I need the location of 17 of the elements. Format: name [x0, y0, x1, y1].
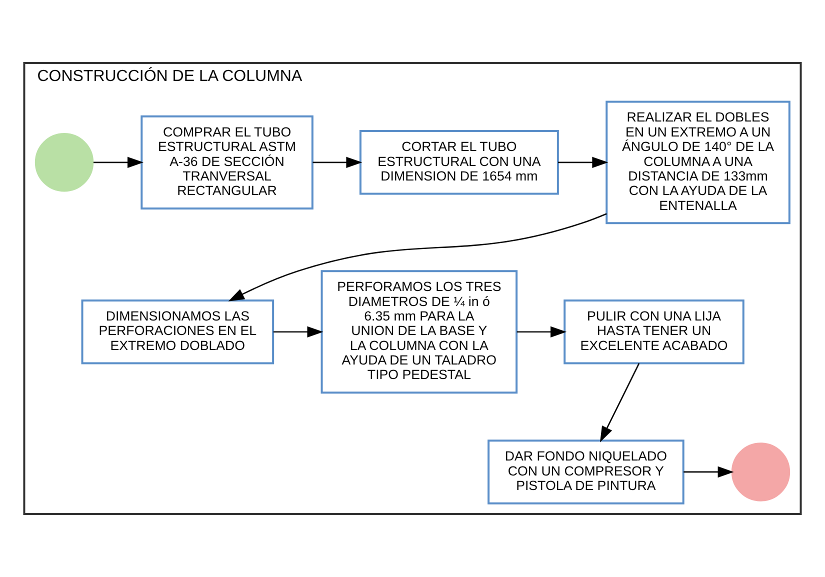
- node-box: PERFORAMOS LOS TRES DIAMETROS DE ¼ in ó 6.35 mm PARA LA UNION DE LA BASE Y LA COLUMNA CON LA AYUDA DE UN TALADRO TIPO PEDESTAL: [320, 270, 518, 394]
- node-box: DIMENSIONAMOS LAS PERFORACIONES EN EL EXTREMO DOBLADO: [81, 300, 274, 364]
- node-box: DAR FONDO NIQUELADO CON UN COMPRESOR Y PISTOLA DE PINTURA: [488, 440, 684, 504]
- node-circle: [731, 442, 790, 502]
- arrow: [684, 466, 734, 478]
- node-circle: [34, 133, 94, 192]
- node-box: PULIR CON UNA LIJA HASTA TENER UN EXCELENTE ACABADO: [564, 300, 744, 364]
- arrow: [94, 156, 144, 168]
- arrow: [228, 213, 607, 302]
- arrow: [516, 326, 567, 338]
- arrow: [600, 363, 640, 442]
- node-box: REALIZAR EL DOBLES EN UN EXTREMO A UN ÁNGULO DE 140° DE LA COLUMNA A UNA DISTANCIA DE 133mm CON LA AYUDA DE LA ENTENALLA: [606, 100, 790, 224]
- arrow: [558, 156, 608, 168]
- arrow: [273, 326, 324, 338]
- node-box: COMPRAR EL TUBO ESTRUCTURAL ASTM A-36 DE SECCIÓN TRANVERSAL RECTANGULAR: [140, 115, 314, 210]
- arrow: [312, 156, 362, 168]
- node-box: CORTAR EL TUBO ESTRUCTURAL CON UNA DIMENSION DE 1654 mm: [359, 130, 559, 195]
